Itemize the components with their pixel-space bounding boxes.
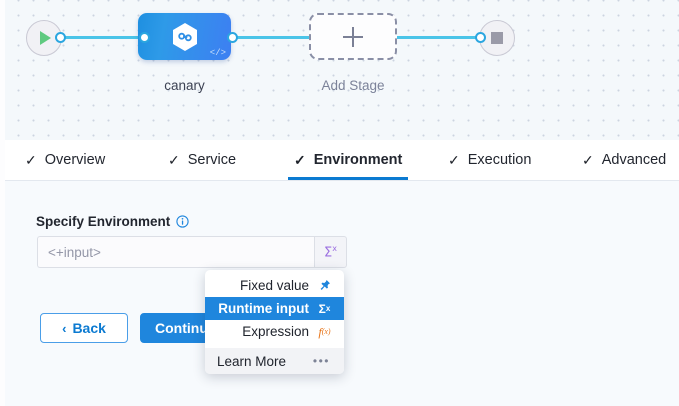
stage-node-label: canary <box>164 78 205 93</box>
dropdown-item-label: Fixed value <box>239 278 309 293</box>
check-icon: ✓ <box>448 152 460 168</box>
info-icon[interactable] <box>176 215 189 228</box>
check-icon: ✓ <box>582 152 594 168</box>
environment-input[interactable] <box>37 236 314 268</box>
dropdown-item-expression[interactable]: Expression f(x) <box>205 320 344 343</box>
stop-icon <box>491 32 503 44</box>
code-icon: </> <box>209 48 226 58</box>
tab-environment-label: Environment <box>313 152 403 168</box>
connector-dot-stage-out[interactable] <box>227 32 238 43</box>
continue-button-label: Continue <box>155 320 216 336</box>
stage-config-tabbar: ✓ Overview ✓ Service ✓ Environment ✓ Exe… <box>5 140 679 181</box>
specify-environment-label: Specify Environment <box>36 214 189 229</box>
connector-line-start-to-stage <box>62 36 146 39</box>
tab-advanced[interactable]: ✓ Advanced <box>582 140 666 180</box>
play-icon <box>40 31 51 45</box>
left-edge-strip <box>0 0 5 406</box>
connector-line-stage-to-add <box>233 36 311 39</box>
add-stage-node[interactable] <box>309 13 397 60</box>
dropdown-item-label: Runtime input <box>218 301 309 316</box>
ellipsis-icon[interactable]: ••• <box>312 354 330 368</box>
chevron-left-icon: ‹ <box>62 320 67 336</box>
plus-icon <box>343 26 363 47</box>
dropdown-item-label: Expression <box>242 324 309 339</box>
tab-execution-label: Execution <box>467 152 532 168</box>
dropdown-learn-more[interactable]: Learn More ••• <box>205 348 344 374</box>
fx-icon: f(x) <box>318 324 331 339</box>
tab-overview[interactable]: ✓ Overview <box>25 140 105 180</box>
connector-dot-stage-in[interactable] <box>139 32 150 43</box>
tab-execution[interactable]: ✓ Execution <box>448 140 531 180</box>
connector-dot-end-in[interactable] <box>475 32 486 43</box>
check-icon: ✓ <box>25 152 37 168</box>
tab-advanced-label: Advanced <box>601 152 667 168</box>
back-button[interactable]: ‹ Back <box>40 313 128 343</box>
add-stage-label: Add Stage <box>321 78 385 93</box>
field-label-text: Specify Environment <box>36 214 171 229</box>
dropdown-item-fixed-value[interactable]: Fixed value <box>205 274 344 297</box>
stage-node-canary[interactable]: </> <box>138 13 231 60</box>
harness-hexagon-icon <box>171 22 198 52</box>
pipeline-canvas[interactable]: </> canary Add Stage <box>5 0 679 140</box>
tab-service[interactable]: ✓ Service <box>168 140 236 180</box>
tab-environment[interactable]: ✓ Environment <box>288 140 409 180</box>
tab-service-label: Service <box>187 152 237 168</box>
sigma-icon: Σx <box>324 243 337 261</box>
back-button-label: Back <box>72 320 106 336</box>
input-type-selector-button[interactable]: Σx <box>314 236 347 268</box>
connector-line-add-to-end <box>395 36 481 39</box>
tab-overview-label: Overview <box>44 152 106 168</box>
check-icon: ✓ <box>294 152 306 168</box>
connector-dot-start-out[interactable] <box>55 32 66 43</box>
learn-more-label: Learn More <box>217 353 287 369</box>
environment-input-row: Σx <box>37 236 347 268</box>
check-icon: ✓ <box>168 152 180 168</box>
pin-icon <box>317 279 332 292</box>
